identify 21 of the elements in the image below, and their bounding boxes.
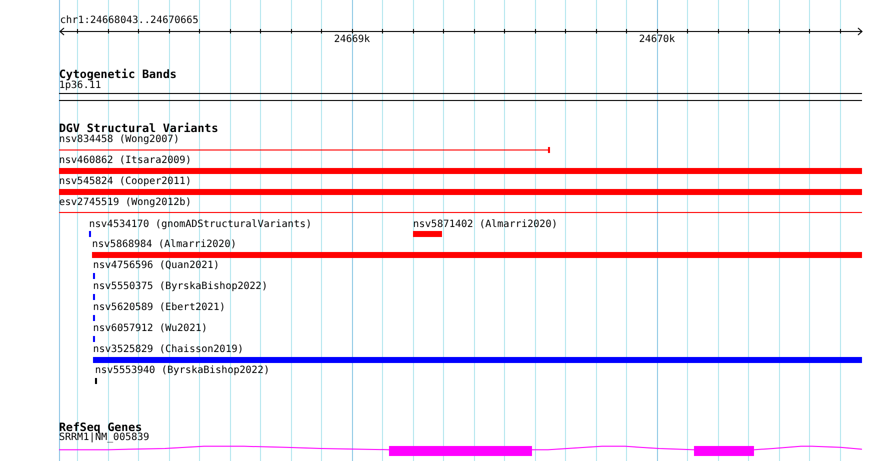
variant-label: nsv545824 (Cooper2011) bbox=[59, 176, 192, 188]
track-title: RefSeq Genes bbox=[59, 420, 142, 434]
variant-label: nsv5620589 (Ebert2021) bbox=[93, 302, 226, 314]
track-title: Cytogenetic Bands bbox=[59, 68, 177, 80]
variant-label: esv2745519 (Wong2012b) bbox=[59, 197, 192, 209]
variant-label: nsv3525829 (Chaisson2019) bbox=[93, 344, 244, 356]
gene-label: SRRM1|NM_005839 bbox=[59, 432, 150, 444]
tick-label: 24670k bbox=[638, 34, 676, 46]
variant-label: nsv5868984 (Almarri2020) bbox=[92, 239, 236, 251]
variant-label: nsv6057912 (Wu2021) bbox=[93, 323, 208, 335]
variant-label: nsv5550375 (ByrskaBishop2022) bbox=[93, 281, 268, 293]
variant-label: nsv5553940 (ByrskaBishop2022) bbox=[95, 365, 270, 377]
variant-label: nsv834458 (Wong2007) bbox=[59, 134, 180, 146]
location-label: chr1:24668043..24670665 bbox=[60, 15, 198, 27]
variant-label: nsv5871402 (Almarri2020) bbox=[413, 218, 558, 230]
variant-label: nsv4756596 (Quan2021) bbox=[93, 260, 220, 272]
band-label: 1p36.11 bbox=[59, 80, 102, 92]
tick-label: 24669k bbox=[334, 34, 370, 46]
track-title: DGV Structural Variants bbox=[59, 122, 218, 134]
variant-label: nsv460862 (Itsara2009) bbox=[59, 155, 192, 167]
variant-label: nsv4534170 (gnomADStructuralVariants) bbox=[89, 218, 312, 230]
